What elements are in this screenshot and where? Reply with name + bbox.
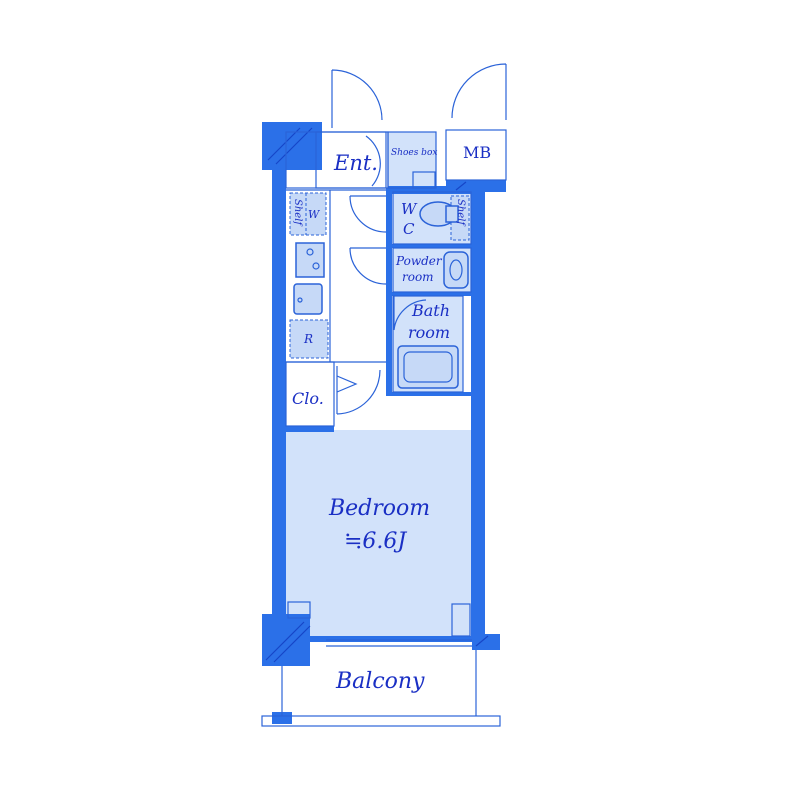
shelf-right-label: Shelf bbox=[455, 199, 466, 227]
bath-label-1: Bath bbox=[411, 301, 450, 320]
stove-icon bbox=[295, 242, 325, 278]
powder-label-1: Powder bbox=[395, 254, 443, 268]
bedroom-corner-box bbox=[287, 601, 311, 619]
wall-wc-top bbox=[388, 186, 478, 194]
bathtub-icon bbox=[397, 345, 459, 389]
closet-outline bbox=[285, 361, 335, 427]
powder-label-2: room bbox=[402, 270, 434, 284]
bedroom-area-label: ≒6.6J bbox=[344, 529, 407, 554]
bath-door-icon bbox=[393, 296, 427, 331]
wall-powder-bath bbox=[386, 292, 472, 296]
wall-right bbox=[471, 182, 485, 638]
powder-door-icon bbox=[349, 247, 387, 285]
shoes-box-area bbox=[388, 132, 436, 188]
entrance-inner-door-icon bbox=[365, 135, 381, 187]
bath-room-outline bbox=[392, 295, 464, 393]
wc-door-icon bbox=[349, 195, 387, 233]
shoes-box-step bbox=[412, 171, 436, 189]
wall-hatching bbox=[265, 127, 489, 663]
wall-bath-bottom bbox=[386, 392, 472, 396]
burner-icon bbox=[306, 248, 314, 256]
basin-bowl-icon bbox=[449, 259, 463, 281]
balcony-slab bbox=[261, 715, 501, 727]
bedroom-corner-box bbox=[451, 603, 471, 637]
washbasin-icon bbox=[443, 251, 469, 289]
closet-label: Clo. bbox=[292, 389, 324, 408]
wall-wc-powder bbox=[386, 244, 472, 248]
wall-window-sill bbox=[310, 636, 472, 642]
mb-label: MB bbox=[463, 143, 491, 162]
refrigerator-label: R bbox=[303, 332, 313, 346]
wall-balcony-corner bbox=[272, 712, 292, 724]
drain-icon bbox=[297, 297, 303, 303]
wc-label-2: C bbox=[403, 220, 415, 238]
balcony-label: Balcony bbox=[335, 669, 425, 694]
washer-space bbox=[289, 192, 327, 236]
shoes-box-outline bbox=[387, 131, 437, 189]
sink-icon bbox=[293, 283, 323, 315]
entrance-label: Ent. bbox=[333, 151, 378, 175]
toilet-tank-icon bbox=[445, 205, 459, 223]
wc-outline bbox=[392, 191, 472, 245]
wall-top-left bbox=[262, 122, 322, 170]
bathtub-inner-icon bbox=[403, 351, 453, 383]
mb-outline bbox=[445, 129, 507, 181]
bath-label-2: room bbox=[408, 323, 450, 342]
closet-door-leaf bbox=[336, 375, 358, 393]
wc-label-1: W bbox=[401, 200, 418, 218]
wall-bottom-right bbox=[472, 634, 500, 650]
refrigerator-space bbox=[289, 319, 329, 359]
wall-closet-bottom bbox=[284, 426, 334, 432]
bedroom-floor bbox=[286, 430, 472, 638]
burner-icon bbox=[312, 262, 320, 270]
shelf-left-label: Shelf bbox=[292, 199, 303, 227]
wall-left bbox=[272, 170, 286, 622]
shoes-box-label: Shoes box bbox=[391, 148, 437, 158]
closet-door-icon bbox=[336, 366, 381, 415]
entrance-door-icon bbox=[331, 69, 383, 128]
powder-room-outline bbox=[392, 247, 472, 293]
bedroom-label: Bedroom bbox=[328, 496, 430, 521]
mb-door-icon bbox=[451, 63, 507, 120]
washer-label: W bbox=[308, 208, 321, 221]
